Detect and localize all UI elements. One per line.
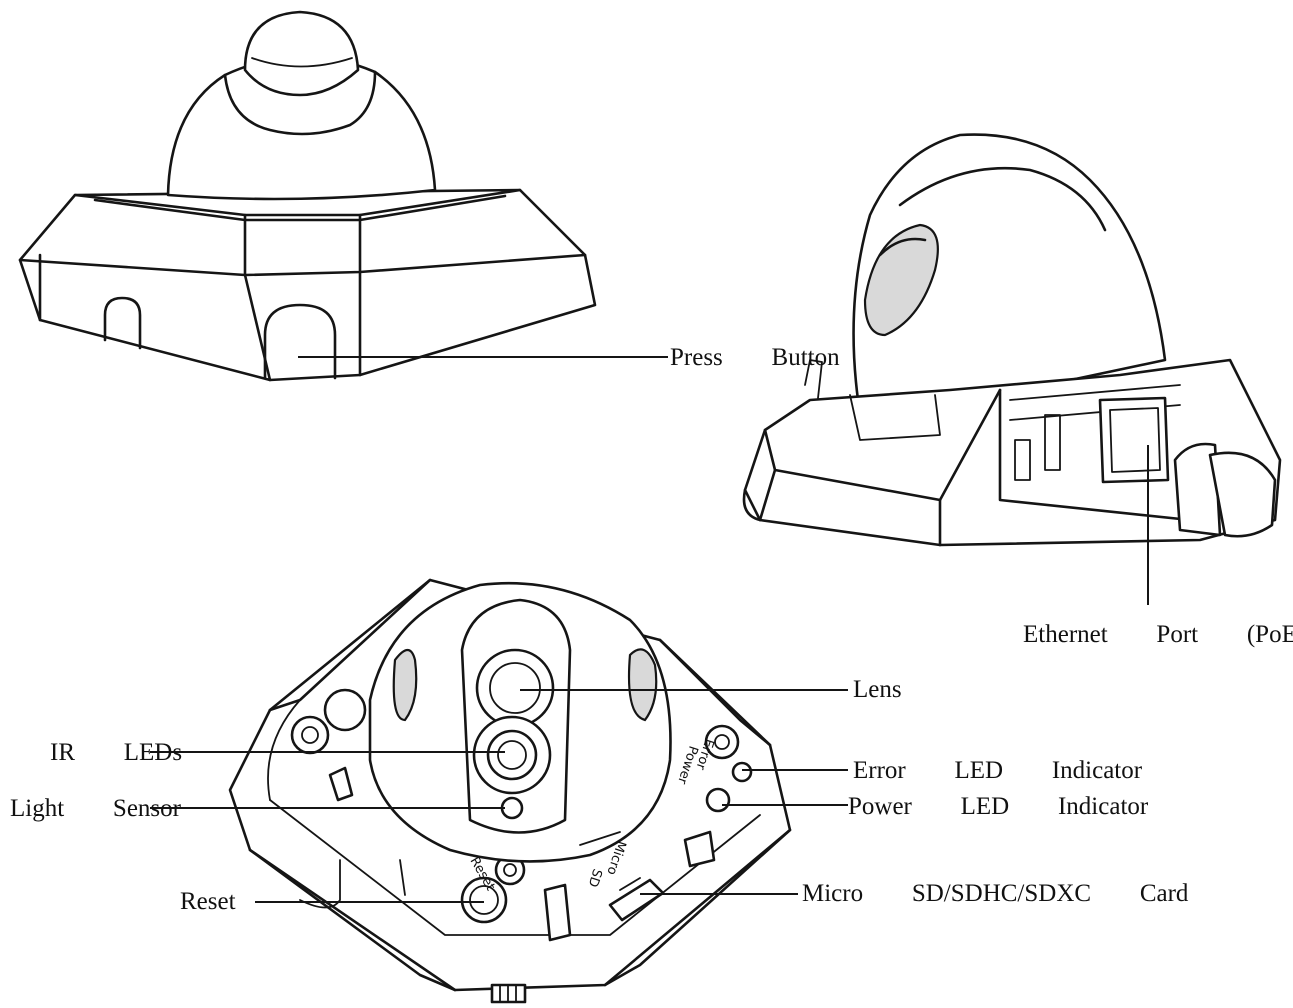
error-led xyxy=(731,761,753,783)
power-led xyxy=(705,787,731,813)
label-power-led: Power LED Indicator xyxy=(848,793,1149,820)
leader-lines xyxy=(150,356,1149,903)
front-base xyxy=(18,188,597,382)
lens xyxy=(475,648,555,728)
label-reset: Reset xyxy=(180,888,236,915)
label-press-button: Press Button xyxy=(670,344,840,371)
camera-front-view xyxy=(18,10,597,382)
front-lens-bubble xyxy=(243,10,360,97)
label-lens: Lens xyxy=(853,676,902,703)
label-micro-sd: Micro SD/SDHC/SDXC Card Sl xyxy=(802,881,1189,906)
label-error-led: Error LED Indicator xyxy=(853,757,1143,784)
marking-sd: SD xyxy=(585,867,605,889)
label-ir-leds: IR LEDs xyxy=(50,739,183,766)
ir-leds xyxy=(472,715,552,795)
camera-bottom-view: Power Error Micro SD Reset xyxy=(228,578,792,1004)
label-light-sensor: Light Sensor xyxy=(10,795,181,822)
ethernet-port-jack xyxy=(1098,396,1170,484)
reset-button xyxy=(460,876,508,924)
front-press-button-slot xyxy=(263,303,337,380)
camera-side-view xyxy=(742,133,1282,547)
label-ethernet-port: Ethernet Port (PoE) xyxy=(1023,621,1293,648)
front-dome xyxy=(166,55,437,201)
